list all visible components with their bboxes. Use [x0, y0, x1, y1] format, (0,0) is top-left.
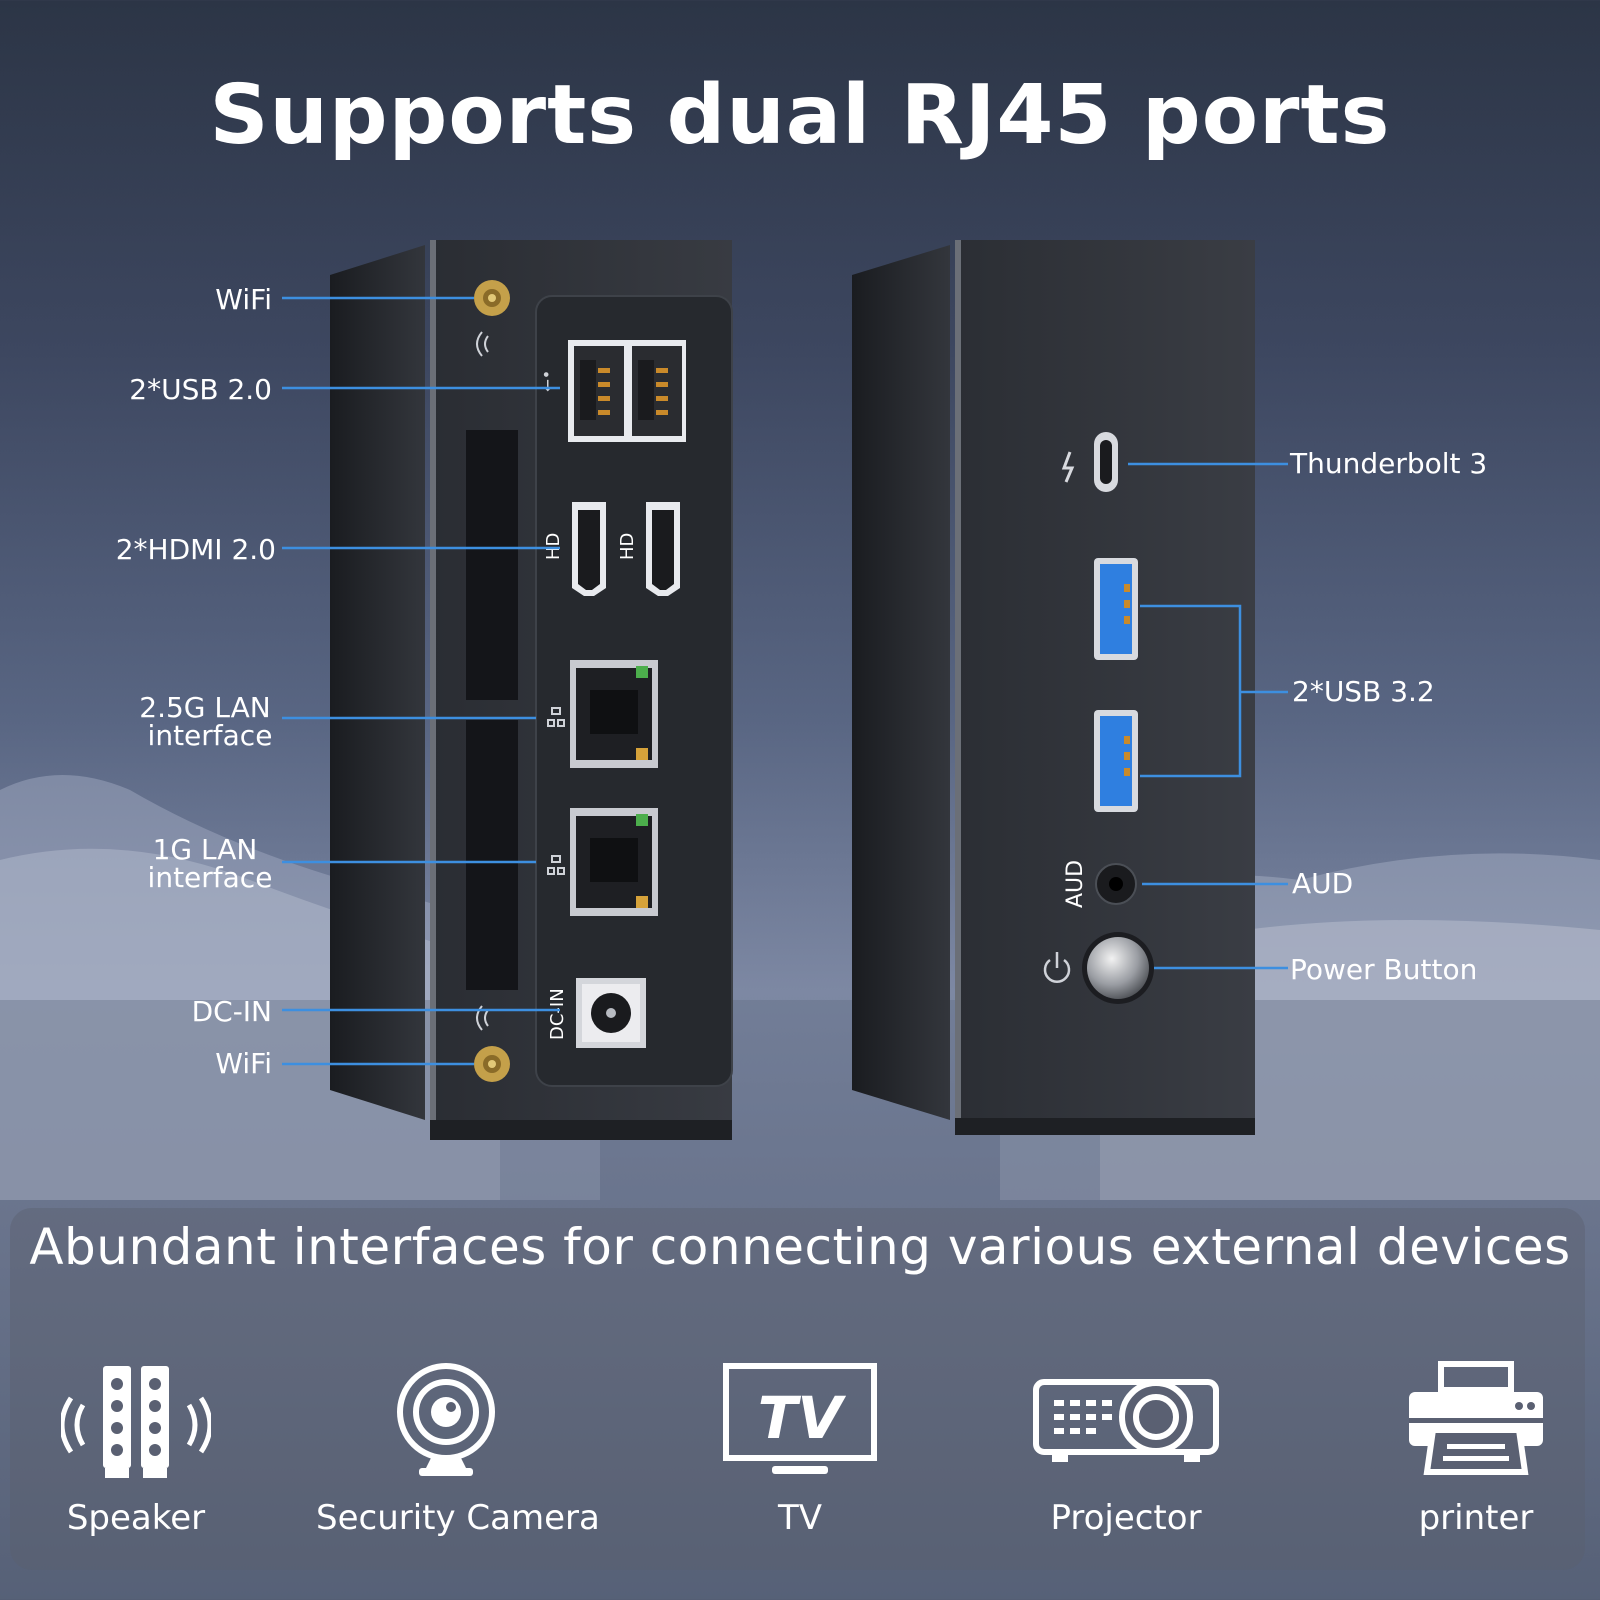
wifi-antenna-bottom [474, 1046, 510, 1082]
label-hdmi: 2*HDMI 2.0 [115, 533, 276, 566]
label-wifi-top: WiFi [215, 283, 272, 316]
devices-panel [10, 1208, 1585, 1570]
usb2-ports [568, 340, 686, 442]
usb-logo-icon: ⭠• [537, 370, 556, 392]
usb32-port-1 [1094, 558, 1138, 660]
label-aud: AUD [1292, 867, 1354, 900]
device-projector-label: Projector [1050, 1498, 1202, 1538]
tv-icon-text: TV [758, 1384, 847, 1452]
device-tv: TV TV [670, 1360, 930, 1538]
page-headline: Supports dual RJ45 ports [209, 68, 1391, 163]
label-dcin: DC-IN [191, 995, 272, 1028]
label-lan1-line2: interface [147, 861, 273, 894]
audio-jack [1095, 863, 1137, 905]
projector-icon [1033, 1379, 1219, 1462]
speaker-icon [61, 1366, 211, 1478]
device-printer-label: printer [1418, 1498, 1534, 1538]
tv-icon: TV [723, 1363, 877, 1474]
label-lan1-line1: 1G LAN [152, 833, 258, 866]
device-camera-label: Security Camera [316, 1498, 600, 1538]
power-icon [1043, 952, 1071, 983]
label-thunderbolt: Thunderbolt 3 [1290, 447, 1488, 480]
label-lan25-line2: interface [147, 719, 273, 752]
usb32-port-2 [1094, 710, 1138, 812]
lightning-icon [1061, 451, 1075, 483]
lan-port-25g [570, 660, 658, 768]
label-power-button: Power Button [1290, 953, 1478, 986]
network-icon [547, 707, 565, 875]
thunderbolt-port [1094, 432, 1118, 492]
device-speaker: Speaker [6, 1360, 266, 1538]
device-speaker-label: Speaker [66, 1498, 206, 1538]
vent-grille [466, 430, 518, 990]
label-usb2: 2*USB 2.0 [129, 373, 272, 406]
wifi-antenna-top [474, 280, 510, 316]
wifi-signal-icon [476, 331, 489, 1031]
label-wifi-bottom: WiFi [215, 1047, 272, 1080]
device-security-camera: Security Camera [316, 1360, 600, 1538]
label-usb32: 2*USB 3.2 [1292, 675, 1435, 708]
camera-icon [397, 1363, 495, 1476]
panel-title: Abundant interfaces for connecting vario… [29, 1218, 1571, 1276]
label-lan25-line1: 2.5G LAN [139, 691, 271, 724]
device-tv-label: TV [777, 1498, 823, 1538]
printer-icon [1409, 1361, 1543, 1475]
dc-in-jack [576, 978, 646, 1048]
hdmi-ports [572, 502, 680, 596]
device-printer: printer [1346, 1360, 1600, 1538]
lan-port-1g [570, 808, 658, 916]
power-button [1082, 932, 1154, 1004]
device-projector: Projector [996, 1360, 1256, 1538]
